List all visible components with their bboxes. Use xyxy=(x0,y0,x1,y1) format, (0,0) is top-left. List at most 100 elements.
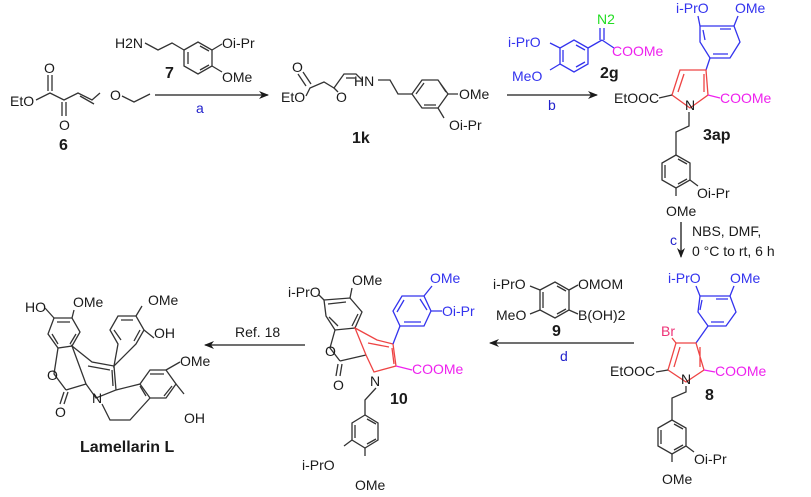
c6-o2: O xyxy=(59,117,70,133)
c6-eto: EtO xyxy=(10,93,34,109)
lam-ome-3: OMe xyxy=(180,353,211,369)
compound-lamellarin-l: HO OMe O O N OMe OH OMe OH Lamellarin L xyxy=(25,292,211,456)
c2g-subs xyxy=(549,42,561,71)
c9-ring xyxy=(539,281,570,319)
c8-ipro: i-PrO xyxy=(668,270,701,286)
lam-iso-subs xyxy=(165,361,185,395)
c3ap-etooc: EtOOC xyxy=(614,90,659,106)
c9-meo: MeO xyxy=(496,307,526,323)
c3ap-ome-bottom: OMe xyxy=(666,203,697,219)
c7-ome: OMe xyxy=(222,69,253,85)
lam-ome-1: OMe xyxy=(73,294,104,310)
lam-oh-2: OH xyxy=(184,410,205,426)
compound-9: i-PrO OMOM MeO B(OH)2 9 xyxy=(493,276,626,340)
c8-coome: COOMe xyxy=(715,363,767,379)
c8-aryl-link xyxy=(695,325,709,344)
c1k-co1 xyxy=(297,71,312,87)
c1k-co2 xyxy=(333,87,339,93)
c10-lactone xyxy=(329,329,341,362)
c3ap-etooc-bond xyxy=(658,94,673,99)
c8-lower-subs xyxy=(671,445,695,462)
c2g-label: 2g xyxy=(600,65,619,82)
compound-3ap: i-PrO OMe EtOOC N COOMe 3ap Oi-Pr OMe xyxy=(614,0,772,219)
lam-n: N xyxy=(92,390,102,406)
c10-label: 10 xyxy=(390,391,408,408)
c2g-c xyxy=(587,39,615,49)
c3ap-lower-subs xyxy=(675,179,699,196)
step-c-conditions-1: NBS, DMF, xyxy=(692,223,761,239)
c8-coome-bond xyxy=(703,369,716,373)
c7-oipr: Oi-Pr xyxy=(222,35,255,51)
compound-10: i-PrO OMe O O OMe Oi-Pr COOMe N 10 i-PrO… xyxy=(288,270,475,493)
c8-ethyl xyxy=(671,386,687,420)
step-a-label: a xyxy=(196,100,204,116)
c10-aryl-ring xyxy=(392,295,432,327)
c3ap-pyrrole xyxy=(671,69,709,109)
compound-1k: EtO O O HN OMe Oi-Pr 1k xyxy=(281,59,490,147)
c8-n: N xyxy=(681,371,691,387)
c8-br-bond xyxy=(671,337,677,344)
c3ap-oipr: Oi-Pr xyxy=(697,185,730,201)
c10-chromene-aryl xyxy=(323,297,363,331)
compound-7: H2N Oi-Pr OMe 7 xyxy=(115,35,255,85)
c9-ipro: i-PrO xyxy=(493,276,526,292)
c1k-ring xyxy=(411,79,449,109)
c1k-o1: O xyxy=(292,59,303,75)
c10-pyrrole xyxy=(353,326,397,373)
lam-co xyxy=(59,391,69,405)
c6-db xyxy=(79,95,95,105)
c9-label: 9 xyxy=(552,323,561,340)
c10-n: N xyxy=(370,373,380,389)
c7-label: 7 xyxy=(165,65,174,82)
c3ap-aryl-link xyxy=(705,57,711,71)
c8-oipr: Oi-Pr xyxy=(694,451,727,467)
c7-h2n: H2N xyxy=(115,35,143,51)
step-b-label: b xyxy=(548,97,556,113)
c10-ome-top: OMe xyxy=(352,272,383,288)
c3ap-label: 3ap xyxy=(703,127,731,144)
step-c-label: c xyxy=(670,232,677,248)
lam-oh-1: OH xyxy=(154,325,175,341)
lam-aryl-1 xyxy=(47,317,81,349)
c6-o1: O xyxy=(44,60,55,76)
c8-aryl-ring xyxy=(697,295,737,327)
c8-lower-ring xyxy=(657,419,687,455)
c2g-n2: N2 xyxy=(597,11,615,27)
lam-lactone-c xyxy=(65,383,87,391)
c10-ome-bottom: OMe xyxy=(355,477,386,493)
c10-lower-ring xyxy=(351,414,379,449)
c10-oipr-aryl: Oi-Pr xyxy=(442,303,475,319)
step-c-conditions-2: 0 °C to rt, 6 h xyxy=(692,243,775,259)
c8-ome-top: OMe xyxy=(730,270,761,286)
c3ap-ipro: i-PrO xyxy=(676,0,709,16)
c10-o-carbonyl: O xyxy=(333,377,344,393)
lam-o-ring: O xyxy=(47,367,58,383)
c8-etooc-bond xyxy=(655,369,669,373)
c9-omom: OMOM xyxy=(578,276,623,292)
c1k-oipr: Oi-Pr xyxy=(449,117,482,133)
c2g-coome: COOMe xyxy=(612,43,664,59)
c7-subs xyxy=(211,43,223,73)
c8-etooc: EtOOC xyxy=(610,363,655,379)
c6-label: 6 xyxy=(59,137,68,154)
c6-o3: O xyxy=(110,87,121,103)
c7-chain xyxy=(144,42,185,51)
c8-aryl-subs xyxy=(695,285,735,297)
lam-lactone xyxy=(53,347,67,391)
lam-ome-2: OMe xyxy=(148,292,179,308)
lam-aryl-2 xyxy=(109,315,145,368)
lam-label: Lamellarin L xyxy=(80,439,174,456)
c8-pyrrole xyxy=(667,342,705,383)
c1k-hn: HN xyxy=(354,73,374,89)
c10-coome: COOMe xyxy=(412,361,464,377)
c9-subs xyxy=(529,284,579,315)
c10-aryl-subs xyxy=(423,285,442,312)
c3ap-coome: COOMe xyxy=(720,90,772,106)
c2g-cn xyxy=(599,28,605,40)
c9-boh2: B(OH)2 xyxy=(578,307,626,323)
c10-co xyxy=(335,363,343,377)
c3ap-ethyl xyxy=(675,112,690,155)
compound-8: i-PrO OMe Br EtOOC N COOMe 8 Oi-Pr OMe xyxy=(610,270,767,487)
lam-isoquinoline xyxy=(115,369,177,399)
c10-chromene-subs xyxy=(317,287,353,301)
